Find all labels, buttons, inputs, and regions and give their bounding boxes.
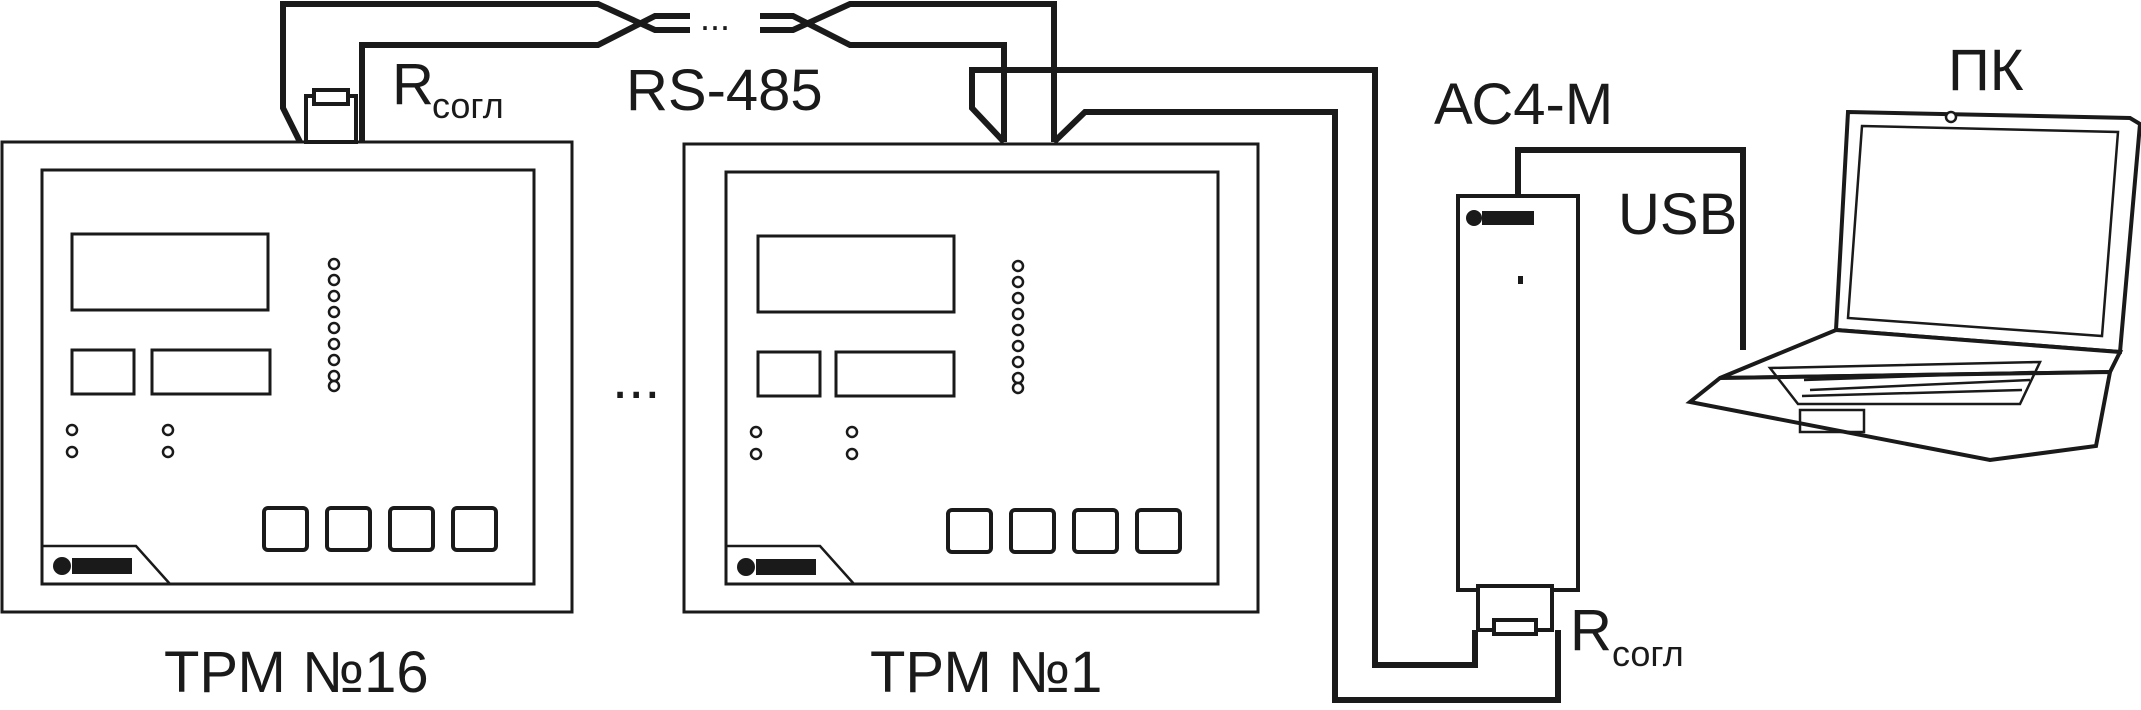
laptop-pc bbox=[1685, 109, 2141, 463]
trm16-key-4 bbox=[451, 506, 498, 552]
r-terminator-sub-right: согл bbox=[1612, 633, 1684, 674]
laptop-keyboard bbox=[1767, 360, 2043, 406]
trm16-led-column bbox=[327, 257, 341, 393]
bus-wire-a2 bbox=[760, 13, 1007, 142]
trm1-key-3 bbox=[1072, 508, 1119, 554]
trm16-key-2 bbox=[325, 506, 372, 552]
bus-wire-b2 bbox=[760, 1, 1057, 142]
trm16-terminator-cap bbox=[312, 88, 350, 106]
trm1-to-ac4-wire-b bbox=[1051, 109, 1561, 703]
trm16-display-main bbox=[70, 232, 270, 312]
devices-ellipsis: ... bbox=[612, 346, 660, 411]
device-left-label: ТРМ №16 bbox=[164, 640, 429, 705]
trm1-key-4 bbox=[1135, 508, 1182, 554]
trm16-key-1 bbox=[262, 506, 309, 552]
trm1-to-ac4-wire-a bbox=[969, 67, 1478, 668]
trm1-display-main bbox=[756, 234, 956, 314]
usb-cable bbox=[1515, 147, 1746, 350]
laptop-touchpad bbox=[1798, 408, 1866, 434]
pc-label: ПК bbox=[1948, 38, 2024, 103]
trm16-logo bbox=[53, 557, 132, 575]
r-terminator-label-right: R bbox=[1570, 598, 1612, 663]
converter-label: АС4-М bbox=[1434, 72, 1613, 137]
bus-ellipsis: ... bbox=[700, 0, 730, 38]
rs485-bus-wires bbox=[280, 1, 1746, 703]
device-right-label: ТРМ №1 bbox=[870, 640, 1102, 705]
trm1-key-2 bbox=[1009, 508, 1056, 554]
trm1-led-pairs bbox=[749, 425, 859, 461]
ac4m-housing bbox=[1456, 194, 1580, 592]
ac4m-terminator-cap bbox=[1492, 618, 1538, 636]
trm16-led-pairs bbox=[65, 423, 175, 459]
laptop-screen bbox=[1846, 124, 2120, 338]
r-terminator-sub-left: согл bbox=[432, 85, 504, 126]
converter-ac4m bbox=[1456, 194, 1580, 636]
laptop-camera bbox=[1944, 110, 1958, 124]
trm1-display-small-2 bbox=[834, 350, 956, 398]
device-trm16 bbox=[0, 88, 574, 614]
trm16-logo-plate bbox=[42, 544, 171, 585]
device-trm1 bbox=[682, 142, 1260, 614]
ac4m-indicator bbox=[1518, 276, 1523, 284]
r-terminator-label-left: R bbox=[392, 52, 434, 117]
bus-label: RS-485 bbox=[626, 58, 823, 123]
trm1-logo-plate bbox=[726, 544, 855, 585]
laptop-base bbox=[1685, 369, 2113, 463]
trm1-logo bbox=[737, 558, 816, 576]
bus-wire-b bbox=[359, 13, 690, 142]
trm1-led-column bbox=[1011, 259, 1025, 395]
trm16-key-3 bbox=[388, 506, 435, 552]
trm1-key-1 bbox=[946, 508, 993, 554]
trm1-display-small-1 bbox=[756, 350, 822, 398]
trm16-display-small-2 bbox=[150, 348, 272, 396]
trm16-display-small-1 bbox=[70, 348, 136, 396]
bus-wire-a bbox=[280, 1, 690, 144]
laptop-lid bbox=[1833, 109, 2141, 355]
usb-label: USB bbox=[1618, 182, 1737, 247]
ac4m-logo bbox=[1466, 210, 1534, 226]
